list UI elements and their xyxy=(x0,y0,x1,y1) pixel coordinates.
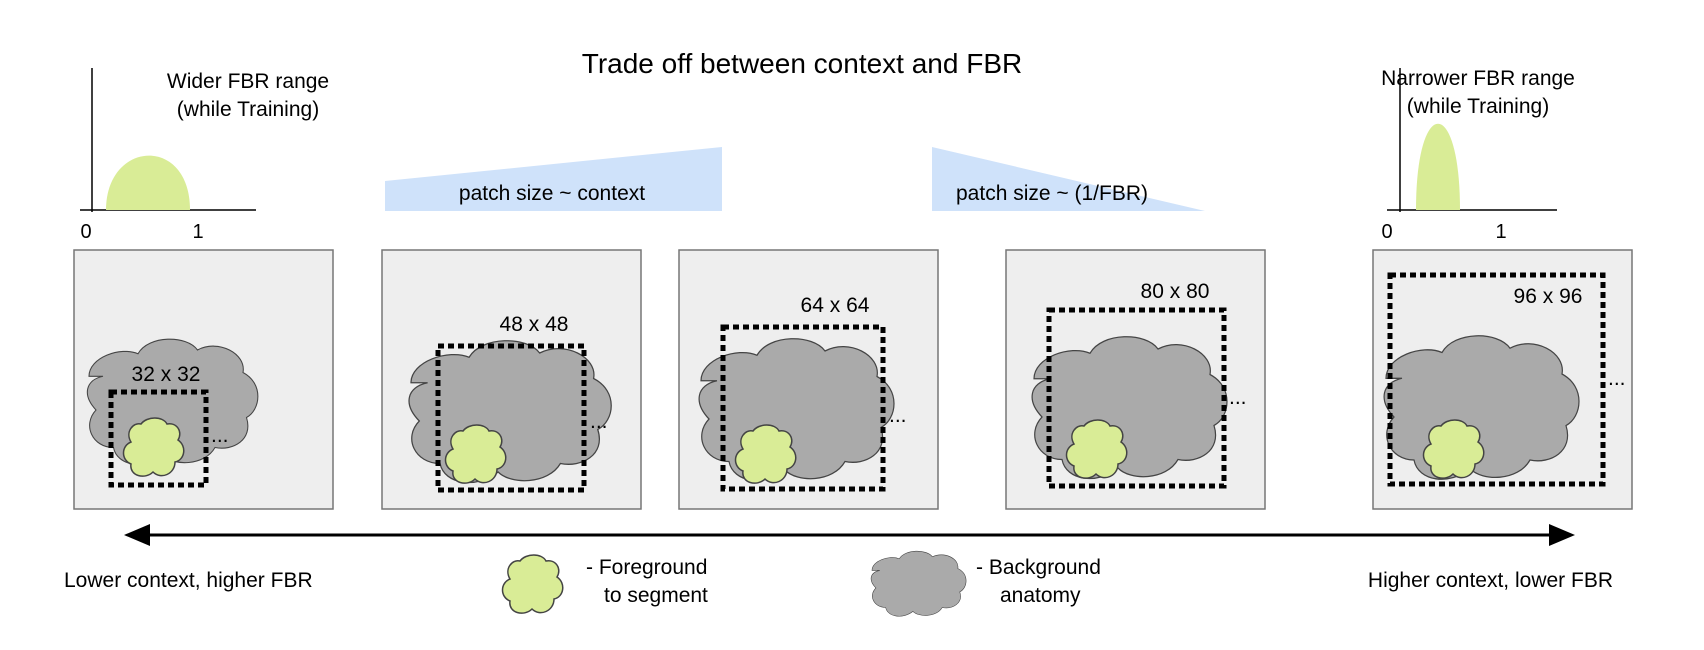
foreground-segment-shape xyxy=(734,424,797,484)
patch-label: 80 x 80 xyxy=(1141,280,1210,303)
panel-ellipsis: ... xyxy=(211,424,229,447)
patch-panel-32: 32 x 32 ... xyxy=(73,249,334,510)
foreground-segment-shape xyxy=(122,417,185,477)
patch-label: 48 x 48 xyxy=(500,313,569,336)
panel-ellipsis: ... xyxy=(889,404,907,427)
fbr-wedge-label: patch size ~ (1/FBR) xyxy=(956,182,1148,205)
patch-box xyxy=(1046,307,1227,489)
left-fbr-chart: 0 1 Wider FBR range (while Training) xyxy=(80,68,329,243)
legend-background-label-line2: anatomy xyxy=(1000,584,1081,607)
legend-foreground-icon xyxy=(501,554,564,614)
patch-panel-80: 80 x 80 ... xyxy=(1005,249,1266,510)
right-chart-tick-1: 1 xyxy=(1495,221,1506,243)
patch-box xyxy=(108,389,209,488)
legend-foreground-label-line1: - Foreground xyxy=(586,556,707,579)
panel-ellipsis: ... xyxy=(1229,386,1247,409)
context-fbr-axis-arrow xyxy=(124,524,1575,546)
patch-label: 96 x 96 xyxy=(1514,285,1583,308)
right-chart-distribution xyxy=(1416,123,1460,210)
context-wedge-label: patch size ~ context xyxy=(459,182,645,205)
patch-panel-96: 96 x 96 ... xyxy=(1372,249,1633,510)
left-chart-label-line1: Wider FBR range xyxy=(167,70,329,93)
legend-background-label-line1: - Background xyxy=(976,556,1101,579)
patch-label: 32 x 32 xyxy=(132,363,201,386)
background-anatomy-shape xyxy=(1031,336,1228,480)
axis-arrow-right-head xyxy=(1549,524,1575,546)
foreground-segment-shape xyxy=(1422,419,1485,479)
patch-panel-64: 64 x 64 ... xyxy=(678,249,939,510)
axis-right-label: Higher context, lower FBR xyxy=(1368,569,1613,592)
right-chart-label-line2: (while Training) xyxy=(1407,95,1549,118)
panel-ellipsis: ... xyxy=(1608,367,1626,390)
patch-label: 64 x 64 xyxy=(801,294,870,317)
legend-background-icon xyxy=(870,550,967,617)
background-anatomy-shape xyxy=(698,338,895,482)
diagram-title: Trade off between context and FBR xyxy=(582,48,1022,79)
foreground-segment-shape xyxy=(444,424,507,484)
left-chart-distribution xyxy=(106,155,190,210)
patch-box xyxy=(435,343,587,493)
left-chart-label-line2: (while Training) xyxy=(177,98,319,121)
panel-ellipsis: ... xyxy=(590,410,608,433)
context-wedge xyxy=(385,147,722,211)
legend-foreground-label-line2: to segment xyxy=(604,584,708,607)
axis-arrow-left-head xyxy=(124,524,150,546)
foreground-segment-shape xyxy=(1065,419,1128,479)
patch-panel-48: 48 x 48 ... xyxy=(381,249,642,510)
right-chart-tick-0: 0 xyxy=(1381,221,1392,243)
right-fbr-chart: 0 1 Narrower FBR range (while Training) xyxy=(1381,67,1575,243)
axis-left-label: Lower context, higher FBR xyxy=(64,569,313,592)
right-chart-label-line1: Narrower FBR range xyxy=(1381,67,1575,90)
legend: - Foreground to segment - Background ana… xyxy=(501,550,1101,617)
left-chart-tick-0: 0 xyxy=(80,221,91,243)
left-chart-tick-1: 1 xyxy=(192,221,203,243)
fbr-wedge xyxy=(932,147,1205,211)
patch-box xyxy=(720,324,886,492)
